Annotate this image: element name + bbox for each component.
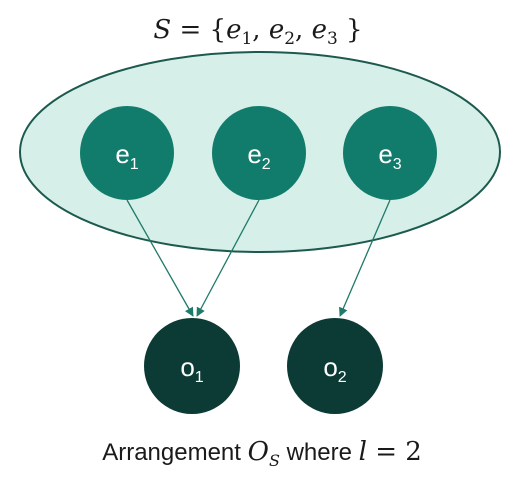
element-node-e1: e1 (80, 106, 174, 200)
set-element-2-base: e (269, 15, 284, 45)
caption-variable: l (359, 437, 367, 467)
set-element-3-base: e (312, 15, 327, 45)
element-node-e3-label: e3 (378, 139, 401, 173)
element-node-e2-circle (212, 106, 306, 200)
caption-symbol-sub: S (269, 451, 280, 470)
edge-e2-o1 (196, 199, 260, 317)
caption-equals: = 2 (367, 437, 422, 467)
set-separator-2: , (295, 15, 312, 45)
element-node-e2: e2 (212, 106, 306, 200)
element-node-e3-circle (343, 106, 437, 200)
set-element-1-sub: 1 (241, 29, 252, 49)
output-node-o1-label: o1 (180, 352, 203, 386)
set-element-3-sub: 3 (327, 29, 338, 49)
output-node-o2: o2 (287, 318, 383, 414)
set-equals: = { (171, 15, 226, 45)
output-node-o2-label: o2 (323, 352, 346, 386)
element-node-e1-label: e1 (115, 139, 138, 173)
output-node-o1-circle (144, 318, 240, 414)
caption-prefix: Arrangement (102, 439, 247, 466)
edge-e3-o2 (339, 199, 391, 317)
set-element-1-base: e (226, 15, 241, 45)
caption-middle: where (280, 439, 359, 466)
caption-symbol: O (248, 437, 269, 467)
set-symbol: S (153, 15, 171, 45)
set-separator-1: , (252, 15, 269, 45)
element-node-e3: e3 (343, 106, 437, 200)
set-label: S = {e1, e2, e3 } (153, 15, 362, 49)
set-element-2-sub: 2 (284, 29, 295, 49)
element-node-e1-circle (80, 106, 174, 200)
output-node-o1: o1 (144, 318, 240, 414)
set-close: } (338, 15, 363, 45)
output-node-o2-circle (287, 318, 383, 414)
element-node-e2-label: e2 (247, 139, 270, 173)
caption: Arrangement OS where l = 2 (102, 437, 422, 470)
edge-e1-o1 (126, 199, 194, 317)
